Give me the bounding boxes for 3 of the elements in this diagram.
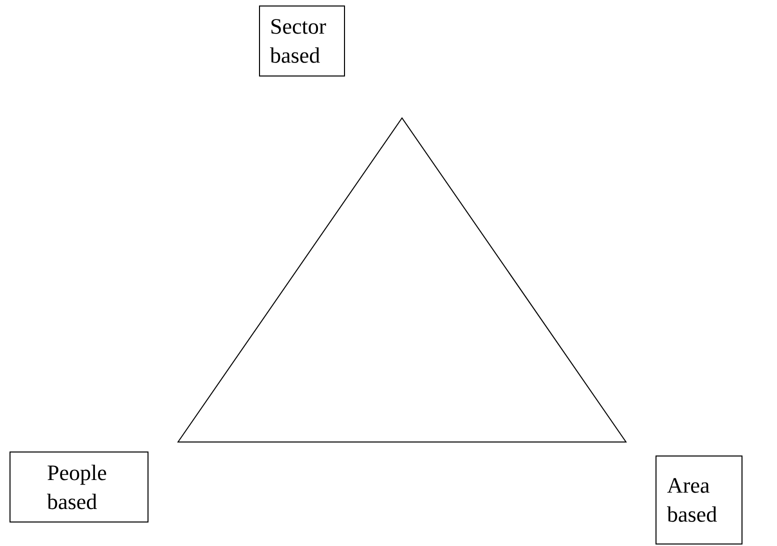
text-box: Area based (656, 456, 742, 544)
text-box: People based (10, 451, 148, 522)
text-box: Sector based (259, 6, 345, 76)
